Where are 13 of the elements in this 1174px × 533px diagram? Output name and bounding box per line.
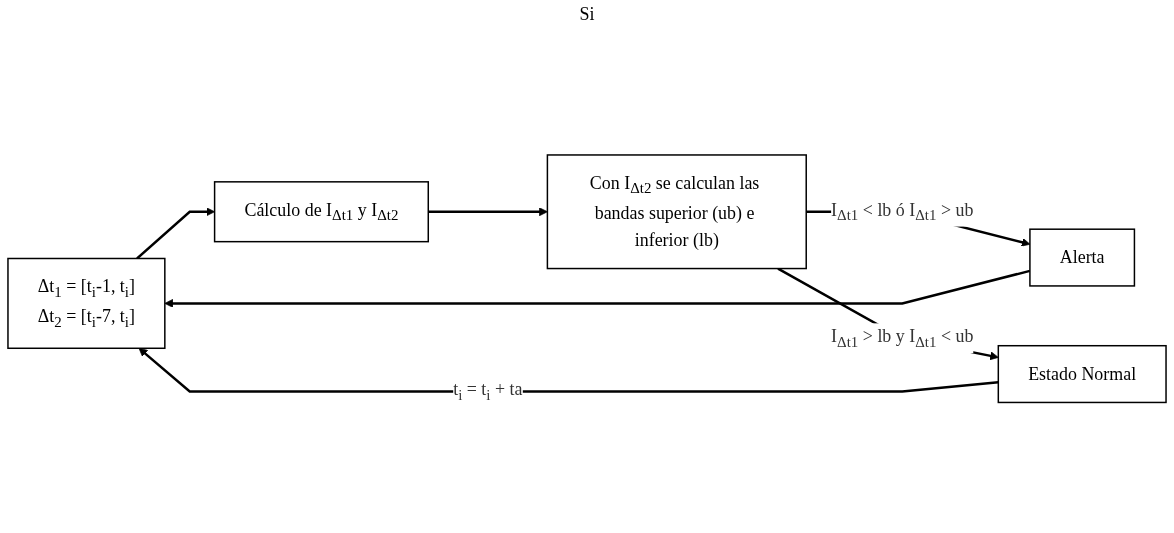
node-box: Con I$_{Δt2}$ se calculan las bandas superior (ub) e inferior (lb) bbox=[546, 154, 807, 270]
node-box: Δt$_{1}$ = [t$_{i}$-1, t$_{i}$] Δt$_{2}$ = [t$_{i}$-7, t$_{i}$] bbox=[7, 258, 166, 350]
node-box: Estado Normal bbox=[997, 345, 1167, 404]
arrow bbox=[138, 348, 999, 394]
edge-label: I$_{Δt1}$ < lb ó I$_{Δt1}$ > ub bbox=[831, 200, 974, 224]
arrow bbox=[136, 207, 215, 260]
edge-label: I$_{Δt1}$ > lb y I$_{Δt1}$ < ub bbox=[831, 326, 974, 351]
arrow bbox=[428, 207, 548, 217]
node-box: Cálculo de I$_{Δt1}$ y I$_{Δt2}$ bbox=[213, 181, 429, 243]
arrow bbox=[777, 267, 999, 361]
node-box: Alerta bbox=[1029, 228, 1136, 287]
edge-label: t$_{i}$ = t$_{i}$ + ta bbox=[453, 379, 523, 404]
branch-label: Si bbox=[579, 4, 595, 24]
